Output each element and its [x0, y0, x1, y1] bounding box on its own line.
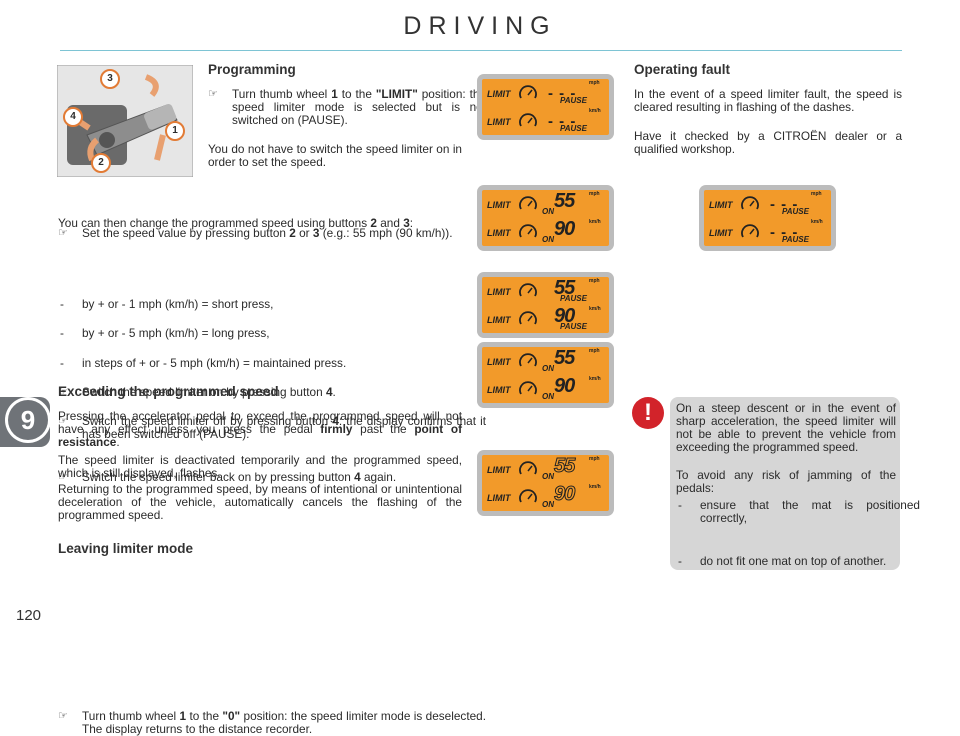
- programming-note: You do not have to switch the speed limi…: [208, 142, 462, 169]
- fault-para-1: In the event of a speed limiter fault, t…: [634, 87, 902, 114]
- speedometer-icon: [741, 224, 759, 238]
- warning-item-1: -ensure that the mat is positioned corre…: [678, 498, 920, 525]
- stalk-label-2: 2: [91, 153, 111, 173]
- speedometer-icon: [519, 196, 537, 210]
- lcd-row-mph: LIMIT - - -mph PAUSE: [709, 191, 822, 216]
- programming-step-2: ☞ Set the speed value by pressing button…: [58, 226, 453, 240]
- chapter-tab-circle: 9: [5, 397, 51, 443]
- exceeding-para-1: Pressing the accelerator pedal to exceed…: [58, 409, 462, 449]
- speedometer-icon: [519, 85, 537, 99]
- chapter-number: 9: [8, 400, 48, 440]
- speedometer-icon: [519, 224, 537, 238]
- page-number: 120: [16, 607, 42, 624]
- list-item: -in steps of + or - 5 mph (km/h) = maint…: [60, 356, 347, 370]
- lcd-row-mph: LIMIT - - -mph PAUSE: [487, 80, 600, 105]
- pointer-icon: ☞: [58, 471, 68, 483]
- speed-limiter-stalk-illustration: 3 4 1 2: [56, 64, 194, 178]
- programming-step-5: ☞ Switch the speed limiter back on by pr…: [58, 470, 397, 484]
- pointer-icon: ☞: [58, 227, 68, 239]
- stalk-label-1: 1: [165, 121, 185, 141]
- warning-para-1: On a steep descent or in the event of sh…: [676, 401, 896, 454]
- pointer-icon: ☞: [58, 710, 68, 722]
- lcd-display-fault: LIMIT - - -mph PAUSE LIMIT - - -km/h PAU…: [699, 185, 836, 251]
- speedometer-icon: [519, 311, 537, 325]
- warning-icon: !: [632, 397, 664, 429]
- programming-step-1: ☞ Turn thumb wheel 1 to the "LIMIT" posi…: [208, 87, 486, 127]
- lcd-display-pause: LIMIT - - -mph PAUSE LIMIT - - -km/h PAU…: [477, 74, 614, 140]
- lcd-row-kmh: LIMIT - - -km/h PAUSE: [487, 108, 601, 133]
- programming-step-3: ☞ Switch the speed limiter on by pressin…: [58, 385, 336, 399]
- speedometer-icon: [741, 196, 759, 210]
- leaving-heading: Leaving limiter mode: [58, 541, 194, 556]
- list-item: -by + or - 1 mph (km/h) = short press,: [60, 297, 274, 311]
- page-title: DRIVING: [403, 12, 557, 40]
- leaving-step: ☞ Turn thumb wheel 1 to the "0" position…: [58, 709, 486, 736]
- speedometer-icon: [519, 353, 537, 367]
- exceeding-para-2: The speed limiter is deactivated tempora…: [58, 453, 462, 480]
- speedometer-icon: [519, 461, 537, 475]
- fault-para-2: Have it checked by a CITROËN dealer or a…: [634, 129, 902, 156]
- stalk-label-4: 4: [63, 107, 83, 127]
- lcd-row-kmh: LIMIT - - -km/h PAUSE: [709, 219, 823, 244]
- speedometer-icon: [519, 283, 537, 297]
- header-divider: [60, 50, 902, 51]
- list-item: -by + or - 5 mph (km/h) = long press,: [60, 326, 270, 340]
- fault-heading: Operating fault: [634, 62, 731, 77]
- programming-change-text: You can then change the programmed speed…: [58, 216, 414, 230]
- warning-box: On a steep descent or in the event of sh…: [670, 397, 920, 570]
- stalk-label-3: 3: [100, 69, 120, 89]
- warning-para-2: To avoid any risk of jamming of the peda…: [676, 468, 896, 495]
- speedometer-icon: [519, 381, 537, 395]
- warning-item-2: -do not fit one mat on top of another.: [678, 554, 887, 568]
- programming-heading: Programming: [208, 62, 296, 77]
- speedometer-icon: [519, 113, 537, 127]
- speedometer-icon: [519, 489, 537, 503]
- pointer-icon: ☞: [58, 386, 68, 398]
- pointer-icon: ☞: [208, 88, 218, 100]
- exceeding-heading: Exceeding the programmed speed: [58, 384, 279, 399]
- exceeding-para-3: Returning to the programmed speed, by me…: [58, 482, 462, 522]
- pointer-icon: ☞: [58, 415, 68, 427]
- programming-step-4: ☞ Switch the speed limiter off by pressi…: [58, 414, 487, 441]
